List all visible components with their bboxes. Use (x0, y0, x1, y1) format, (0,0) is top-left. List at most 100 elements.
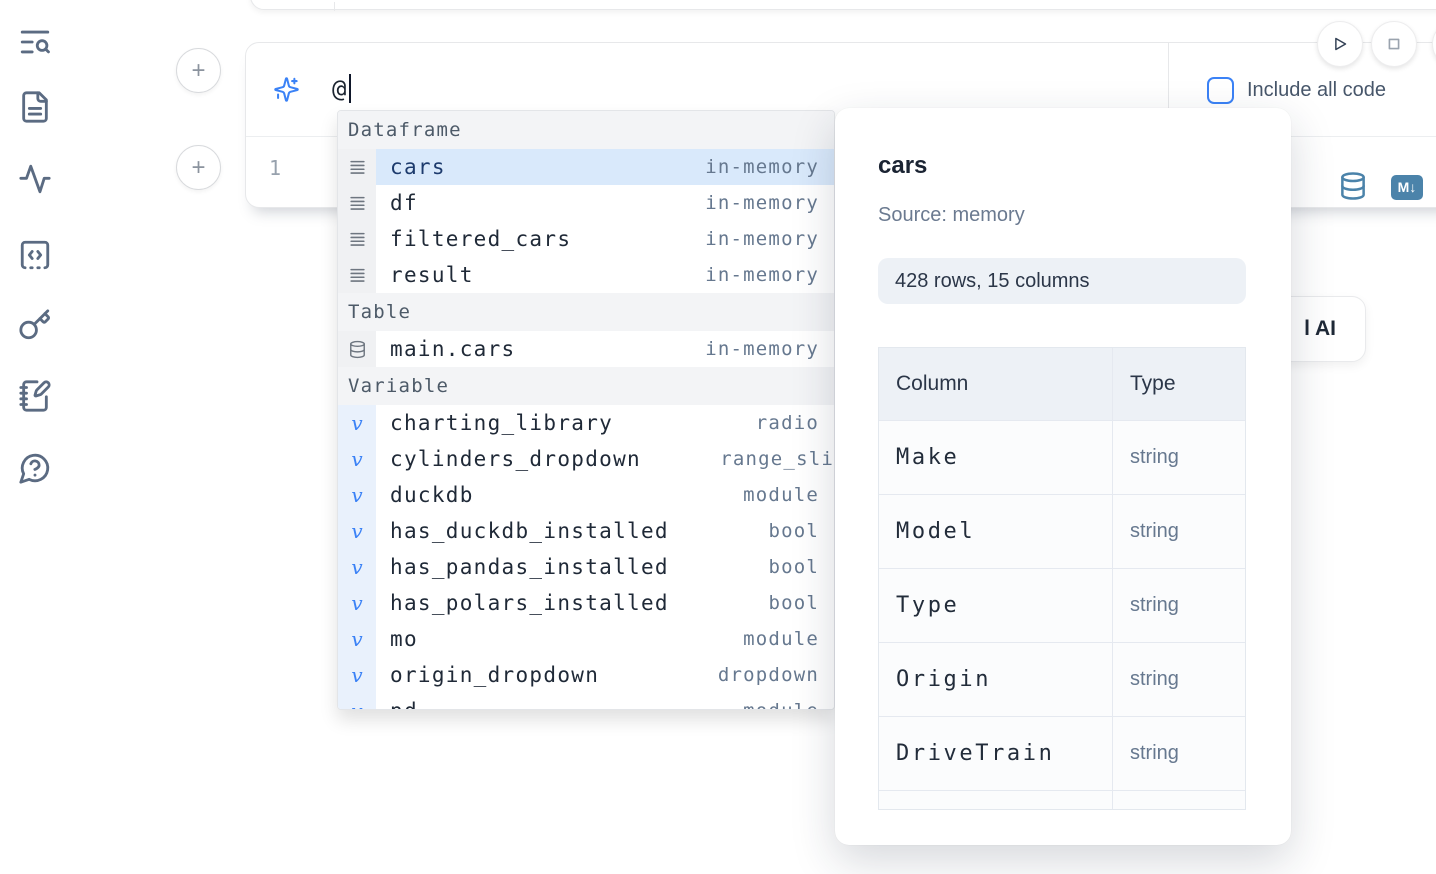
autocomplete-item-name: main.cars (390, 337, 516, 361)
autocomplete-item-name: filtered_cars (390, 227, 572, 251)
autocomplete-section-table: Table (338, 293, 834, 331)
schema-column-name: Type (896, 593, 960, 618)
autocomplete-item-pd[interactable]: vpdmodule (338, 693, 834, 709)
dataframe-rows-icon (338, 185, 376, 221)
autocomplete-item-type: bool (768, 592, 819, 614)
autocomplete-item-name: has_duckdb_installed (390, 519, 669, 543)
markdown-badge-icon[interactable]: M↓ (1391, 175, 1423, 200)
add-cell-button-bottom[interactable]: + (176, 145, 221, 190)
schema-column-name: Origin (896, 667, 992, 692)
autocomplete-item-type: in-memory (705, 338, 819, 360)
previous-cell (250, 0, 1436, 11)
variable-icon: v (351, 627, 363, 651)
cell-divider-tick (334, 2, 335, 11)
autocomplete-item-body: pdmodule (376, 693, 834, 709)
autocomplete-item-type: bool (768, 520, 819, 542)
include-all-code-label: Include all code (1247, 79, 1386, 101)
variable-icon: v (351, 447, 363, 471)
text-cursor (349, 74, 351, 103)
include-all-code-checkbox[interactable] (1207, 77, 1234, 104)
schema-row-Origin: Origin string (879, 642, 1245, 716)
autocomplete-item-type: module (743, 700, 834, 709)
left-sidebar (0, 0, 70, 874)
schema-row-DriveTrain: DriveTrain string (879, 716, 1245, 790)
autocomplete-item-has_polars_installed[interactable]: v has_polars_installed bool (338, 585, 834, 621)
variable-icon: v (338, 513, 376, 549)
schema-cell-column: DriveTrain (879, 717, 1112, 790)
autocomplete-item-main.cars[interactable]: main.cars in-memory (338, 331, 834, 367)
autocomplete-item-name: has_polars_installed (390, 591, 669, 615)
variable-icon: v (351, 555, 363, 579)
variable-icon: v (338, 657, 376, 693)
sidebar-item-keys[interactable] (16, 306, 54, 344)
autocomplete-item-type: module (743, 628, 819, 650)
dataframe-rows-icon (349, 268, 365, 282)
schema-column-name: DriveTrain (896, 741, 1055, 766)
sidebar-item-help[interactable] (16, 449, 54, 487)
variable-icon: v (351, 483, 363, 507)
schema-column-type: string (1130, 668, 1179, 690)
variable-icon: v (351, 663, 363, 687)
schema-cell-column: Type (879, 569, 1112, 642)
variable-icon: v (351, 591, 363, 615)
run-all-button[interactable] (1317, 21, 1363, 67)
schema-column-type: string (1130, 520, 1179, 542)
include-all-code-toggle[interactable]: Include all code (1207, 77, 1386, 104)
database-icon (338, 331, 376, 367)
schema-cell-column: Origin (879, 643, 1112, 716)
schema-cell-type: string (1112, 717, 1245, 790)
autocomplete-item-type: bool (768, 556, 819, 578)
autocomplete-section-dataframe: Dataframe (338, 111, 834, 149)
sidebar-item-files[interactable] (16, 88, 54, 126)
variable-icon: v (338, 405, 376, 441)
sidebar-item-scratchpad[interactable] (16, 377, 54, 415)
dataframe-rows-icon (338, 149, 376, 185)
autocomplete-item-has_duckdb_installed[interactable]: v has_duckdb_installed bool (338, 513, 834, 549)
stop-button[interactable] (1371, 21, 1417, 67)
autocomplete-item-name: duckdb (390, 483, 474, 507)
schema-cell-column (879, 791, 1112, 809)
autocomplete-item-type: dropdown (717, 664, 819, 686)
variable-icon: v (338, 585, 376, 621)
schema-cell-type: string (1112, 421, 1245, 494)
autocomplete-item-type: in-memory (705, 264, 819, 286)
database-icon[interactable] (1338, 171, 1368, 201)
sidebar-item-snippets[interactable] (16, 236, 54, 274)
schema-cell-type (1112, 791, 1245, 809)
variable-icon: v (338, 441, 376, 477)
sidebar-item-search[interactable] (16, 23, 54, 61)
add-cell-button-top[interactable]: + (176, 48, 221, 93)
variable-icon: v (351, 411, 363, 435)
play-icon (1335, 37, 1347, 51)
sidebar-item-activity[interactable] (16, 160, 54, 198)
variable-icon: v (351, 519, 363, 543)
code-editor-row[interactable]: 1 M↓ (246, 137, 1436, 208)
prompt-divider (1168, 43, 1169, 136)
autocomplete-item-name: cars (390, 155, 446, 179)
variable-icon: v (338, 549, 376, 585)
line-number: 1 (269, 156, 282, 180)
schema-row-partial (879, 790, 1245, 809)
schema-column-name: Model (896, 519, 976, 544)
autocomplete-item-body: has_polars_installed bool (376, 585, 834, 621)
autocomplete-item-type: radio (755, 412, 819, 434)
